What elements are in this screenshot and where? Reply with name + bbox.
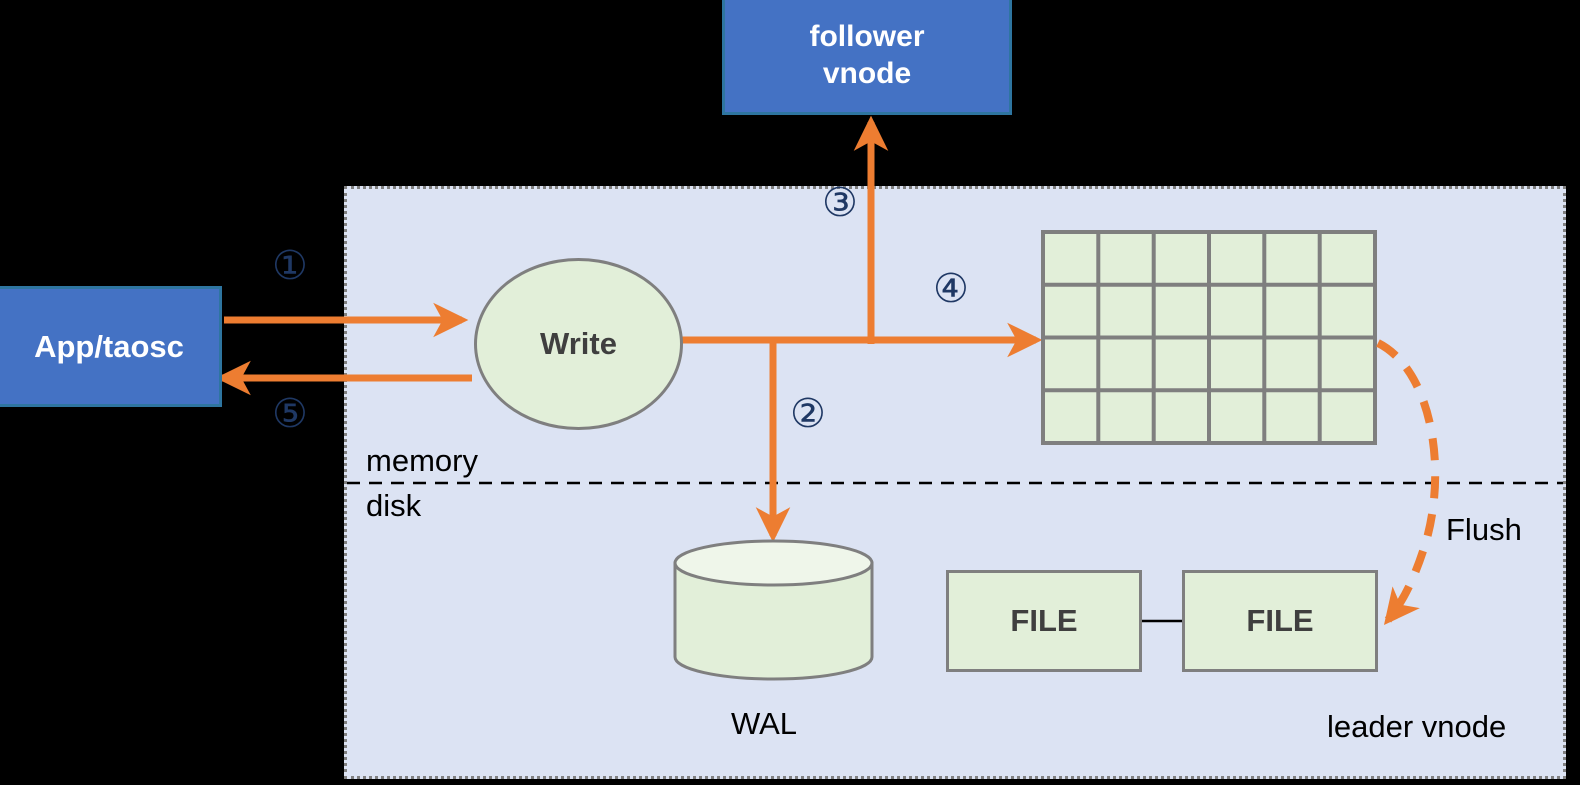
node-follower-vnode-label-line1: follower — [809, 19, 925, 53]
step-number-3: ③ — [822, 180, 858, 226]
node-file-1-label: FILE — [1010, 603, 1078, 638]
wal-cylinder — [673, 539, 874, 681]
step-number-1: ① — [272, 243, 308, 289]
label-wal: WAL — [731, 706, 798, 741]
edge-flush — [1376, 339, 1440, 626]
memtable-grid — [1041, 230, 1377, 445]
step-number-4: ④ — [933, 266, 969, 312]
step-number-5: ⑤ — [272, 391, 308, 437]
node-file-1[interactable]: FILE — [946, 570, 1142, 672]
label-memory: memory — [366, 443, 478, 478]
node-follower-vnode[interactable]: follower vnode — [722, 0, 1012, 115]
label-leader-vnode: leader vnode — [1327, 709, 1507, 744]
node-app-taosc[interactable]: App/taosc — [0, 286, 222, 407]
step-number-2: ② — [790, 391, 826, 437]
node-app-taosc-label: App/taosc — [34, 328, 184, 364]
label-disk: disk — [366, 488, 422, 523]
node-file-2[interactable]: FILE — [1182, 570, 1378, 672]
node-file-2-label: FILE — [1246, 603, 1314, 638]
node-follower-vnode-label-line2: vnode — [822, 56, 912, 90]
node-write[interactable]: Write — [474, 258, 683, 430]
node-write-label: Write — [540, 326, 617, 361]
label-flush: Flush — [1446, 512, 1522, 547]
